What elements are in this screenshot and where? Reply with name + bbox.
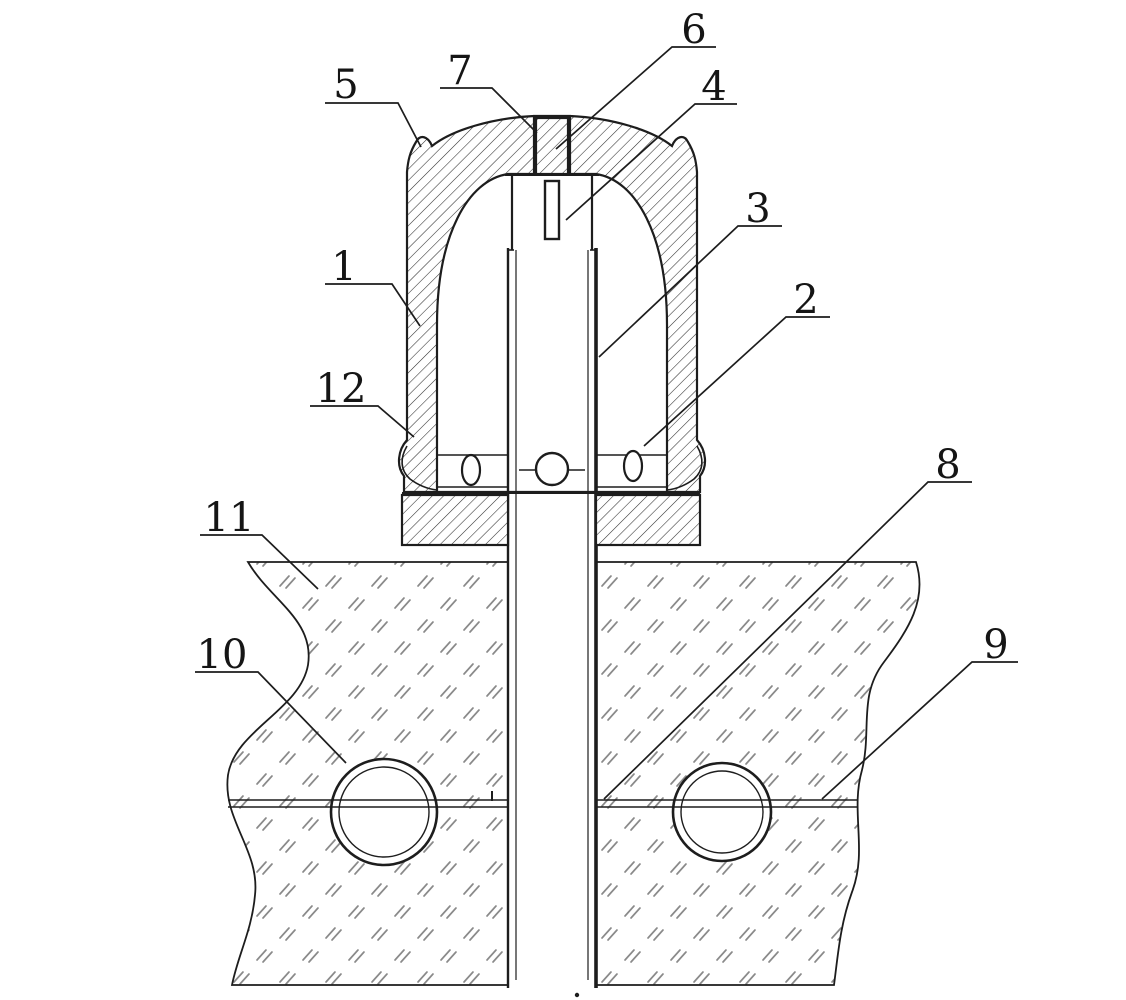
caption-dot	[574, 992, 580, 998]
right-bolt-hole	[622, 449, 644, 483]
left-bolt-hole	[460, 453, 482, 487]
leader-line-1	[325, 283, 421, 327]
part-label-12: 12	[316, 366, 367, 412]
part-label-6: 6	[681, 7, 706, 53]
leader-line-2	[643, 316, 830, 447]
right-conduit	[671, 761, 773, 863]
part-label-2: 2	[793, 277, 818, 323]
leader-line-7	[440, 87, 538, 134]
base-plates	[400, 492, 702, 547]
part-label-8: 8	[935, 442, 960, 488]
part-label-3: 3	[745, 186, 770, 232]
leader-line-6	[555, 46, 716, 150]
inner-slot-part4	[543, 179, 561, 241]
leader-line-3	[598, 225, 782, 358]
leader-line-9	[821, 661, 1018, 800]
part-label-10: 10	[197, 632, 248, 678]
center-port	[534, 451, 570, 487]
top-plug-part7	[534, 116, 570, 176]
part-label-7: 7	[447, 48, 472, 94]
leader-line-5	[325, 102, 422, 148]
leader-line-10	[195, 671, 347, 764]
bell-housing	[397, 114, 707, 494]
part-label-9: 9	[983, 622, 1008, 668]
part-label-4: 4	[701, 64, 726, 110]
part-label-11: 11	[204, 495, 255, 541]
part-label-1: 1	[331, 244, 356, 290]
leader-line-8	[603, 481, 972, 800]
leader-line-12	[310, 405, 415, 438]
leader-line-11	[200, 534, 319, 590]
left-conduit	[329, 757, 439, 867]
center-tube	[505, 170, 599, 988]
part-label-5: 5	[333, 62, 358, 108]
leader-line-4	[565, 103, 737, 221]
flange-details	[401, 445, 703, 491]
